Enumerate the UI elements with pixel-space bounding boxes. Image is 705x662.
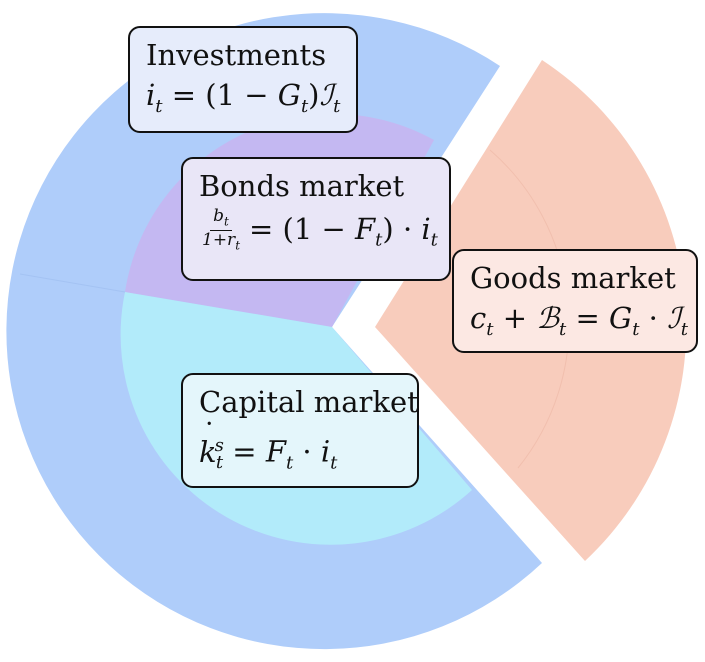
- frac-den-sub: t: [235, 238, 241, 253]
- eq-plus: +: [493, 301, 537, 335]
- eq-mid: = (1 −: [162, 78, 278, 112]
- bonds-fraction: bt 1+rt: [199, 207, 243, 255]
- investments-title: Investments: [146, 38, 327, 72]
- eq-mid: = (1 −: [249, 211, 356, 246]
- eq-k-sup: s: [214, 435, 224, 456]
- eq-B: ℬ: [536, 301, 560, 335]
- capital-market-box: Capital market kst = Ft · it: [181, 373, 419, 488]
- eq-i-sub: t: [155, 95, 163, 117]
- eq-i-sub: t: [330, 452, 338, 474]
- eq-c: c: [470, 301, 487, 335]
- fraction-numerator: bt: [210, 206, 232, 232]
- eq-F: F: [355, 211, 376, 246]
- eq-G-sub: t: [300, 95, 309, 117]
- eq-F-sub: t: [285, 452, 294, 474]
- eq-G: G: [609, 301, 633, 335]
- eq-I-sub: t: [333, 95, 341, 117]
- eq-k: k: [199, 434, 217, 469]
- eq-i: i: [320, 434, 331, 469]
- bonds-market-title: Bonds market: [199, 169, 405, 203]
- bonds-market-box: Bonds market bt 1+rt = (1 − Ft) · it: [181, 157, 451, 281]
- investments-box: Investments it = (1 − Gt)ℐt: [128, 26, 358, 133]
- eq-i: i: [146, 78, 156, 112]
- investments-equation: it = (1 − Gt)ℐt: [146, 76, 342, 126]
- eq-G-sub: t: [632, 318, 640, 340]
- eq-I: ℐ: [667, 301, 681, 335]
- frac-num-sub: t: [224, 214, 229, 229]
- eq-equals: =: [566, 301, 610, 335]
- goods-market-box: Goods market ct + ℬt = Gt · ℐt: [452, 249, 698, 353]
- eq-k-sub: t: [215, 452, 224, 474]
- ring-seam-line: [19, 273, 126, 293]
- eq-close: ): [308, 78, 320, 112]
- capital-market-title: Capital market: [199, 385, 419, 419]
- goods-market-equation: ct + ℬt = Gt · ℐt: [470, 299, 688, 349]
- eq-i-sub: t: [430, 229, 438, 251]
- eq-close: ) ·: [382, 211, 422, 246]
- eq-F: F: [265, 434, 286, 469]
- capital-market-equation: kst = Ft · it: [199, 415, 403, 482]
- eq-I-sub: t: [680, 318, 688, 340]
- frac-num-b: b: [213, 206, 225, 226]
- eq-dot: ·: [639, 301, 668, 335]
- fraction-denominator: 1+rt: [199, 231, 243, 254]
- eq-mid: =: [223, 434, 266, 469]
- eq-I: ℐ: [319, 78, 334, 112]
- bonds-market-equation: bt 1+rt = (1 − Ft) · it: [199, 207, 438, 260]
- eq-B-sub: t: [559, 318, 567, 340]
- frac-den: 1+r: [202, 230, 236, 251]
- goods-market-title: Goods market: [470, 261, 676, 295]
- eq-i: i: [421, 211, 431, 246]
- eq-dot: ·: [293, 434, 321, 469]
- eq-F-sub: t: [375, 229, 383, 251]
- eq-k-dot: k: [199, 415, 217, 471]
- eq-c-sub: t: [486, 318, 494, 340]
- eq-G: G: [277, 78, 301, 112]
